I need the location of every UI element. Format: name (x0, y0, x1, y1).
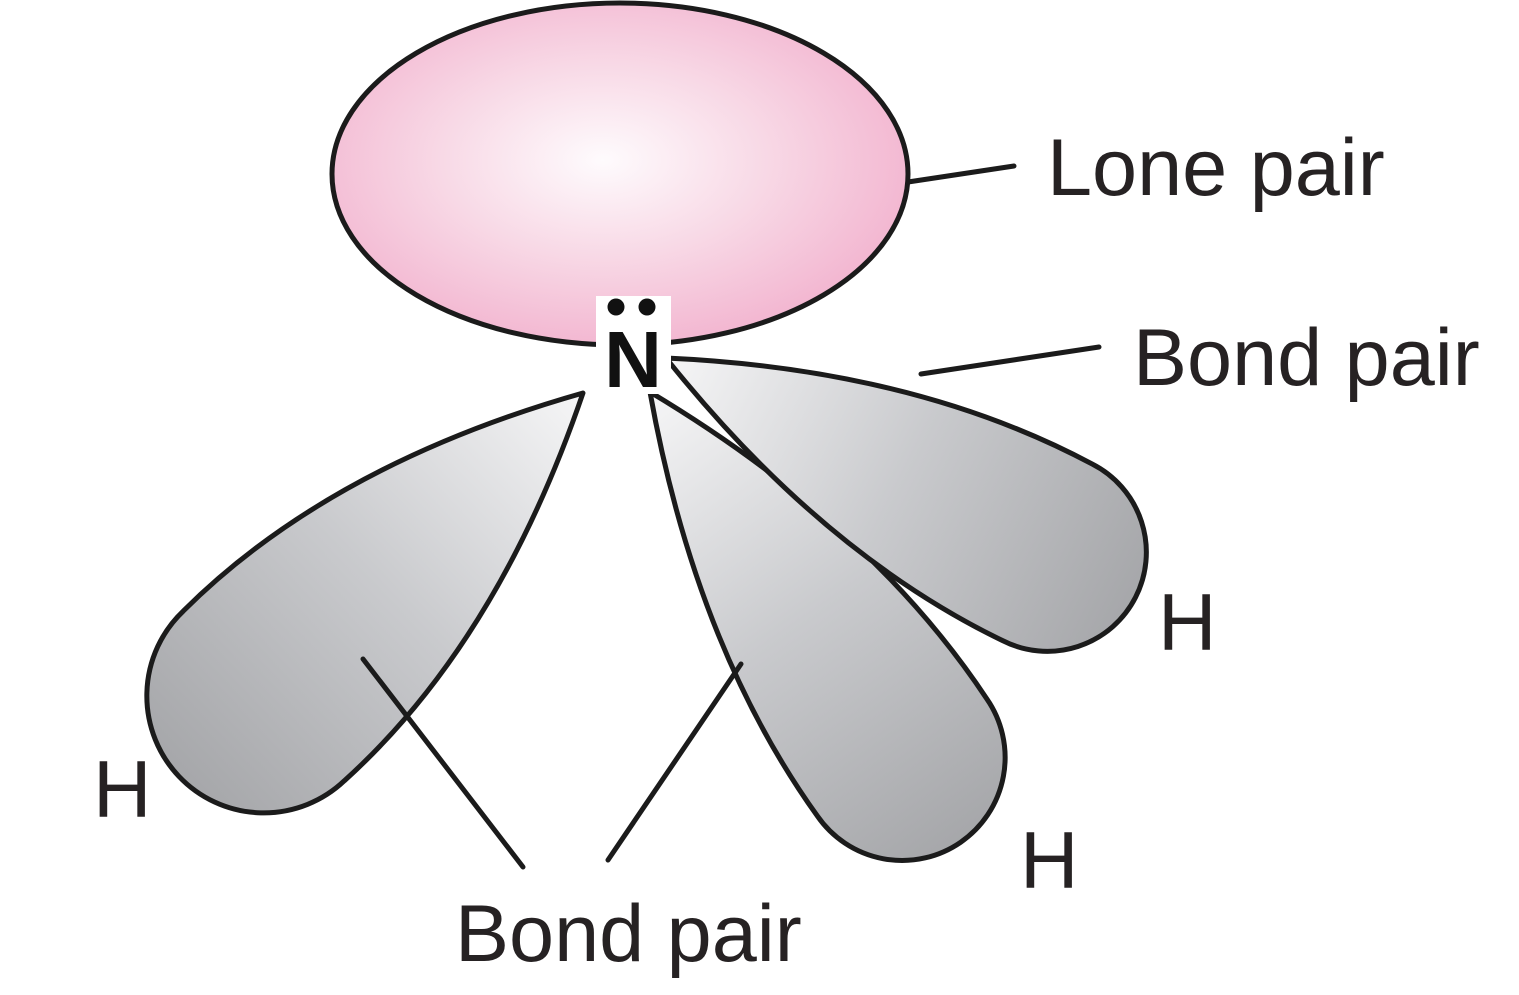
lone-pair-orbital (329, 0, 911, 348)
bond-pair-right-leader-line (918, 344, 1102, 377)
nitrogen-symbol: N (604, 315, 662, 404)
bond-pair-bottom-label: Bond pair (455, 889, 802, 979)
lone-pair-leader-line (905, 163, 1017, 185)
bond-pair-bottom-right-leader-line (605, 661, 744, 863)
hydrogen-label-bottom-right: H (1020, 816, 1079, 906)
lone-pair-electron-dot (638, 298, 656, 316)
bond-lobe-left (144, 390, 586, 816)
bond-lobe-middle (647, 389, 1008, 863)
lone-pair-electron-dot (607, 298, 625, 316)
bond-pair-bottom-left-leader-line (360, 656, 526, 870)
bond-lobe-right (663, 355, 1149, 654)
nitrogen-label-background (596, 296, 671, 394)
hydrogen-label-left: H (93, 745, 152, 835)
lone-pair-label: Lone pair (1047, 123, 1385, 213)
bond-pair-right-label: Bond pair (1133, 313, 1480, 403)
hydrogen-label-right: H (1158, 578, 1217, 668)
